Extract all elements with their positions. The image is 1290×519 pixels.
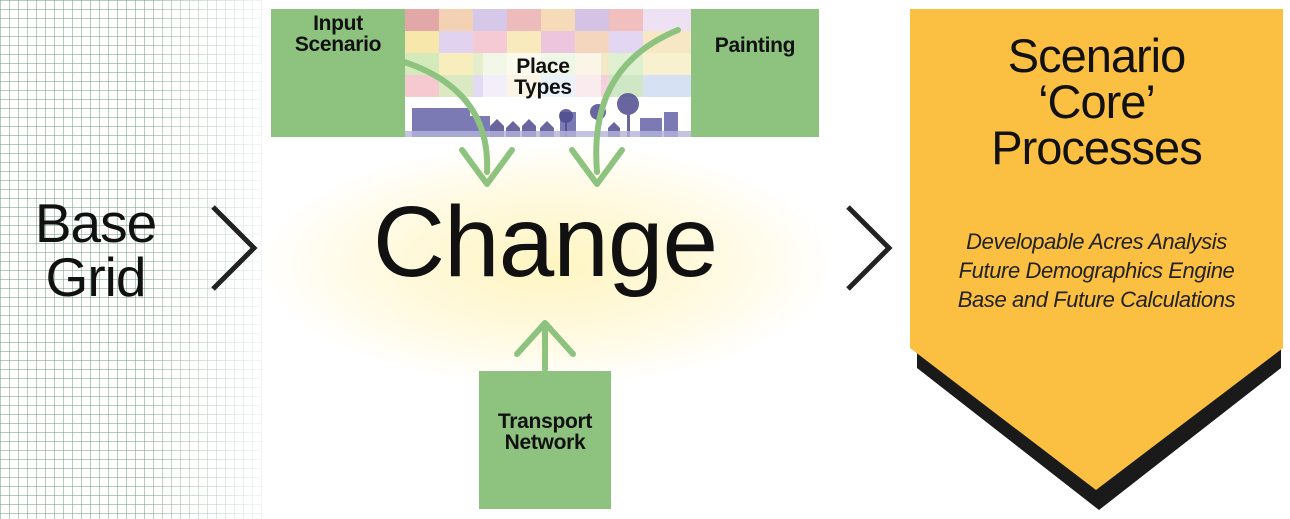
core-title-line3: Processes bbox=[991, 121, 1202, 175]
transport-network-line1: Transport bbox=[497, 410, 593, 433]
core-title: Scenario ‘Core’ Processes bbox=[910, 29, 1283, 175]
input-scenario-line2: Scenario bbox=[294, 33, 382, 56]
input-scenario-label: Input Scenario bbox=[273, 13, 403, 55]
transport-network-box bbox=[479, 371, 611, 509]
input-scenario-box bbox=[271, 9, 405, 137]
curved-arrow-head-icon bbox=[459, 147, 515, 187]
core-title-line2: ‘Core’ bbox=[1038, 75, 1156, 129]
base-grid-label: Base Grid bbox=[8, 192, 183, 308]
chevron-right-icon bbox=[846, 205, 893, 291]
base-grid-line1: Base bbox=[34, 192, 157, 254]
transport-network-label: Transport Network bbox=[479, 411, 611, 453]
transport-network-line2: Network bbox=[504, 431, 586, 454]
place-types-label: Place Types bbox=[485, 56, 601, 98]
base-grid-line2: Grid bbox=[45, 245, 147, 308]
place-types-mosaic bbox=[405, 9, 691, 137]
core-process-list: Developable Acres Analysis Future Demogr… bbox=[910, 227, 1283, 314]
up-arrow-head-icon bbox=[514, 320, 576, 357]
core-process-item: Base and Future Calculations bbox=[957, 287, 1236, 313]
chevron-right-icon bbox=[211, 205, 258, 291]
place-types-line2: Types bbox=[514, 76, 572, 99]
input-scenario-line1: Input bbox=[313, 12, 363, 35]
core-process-item: Developable Acres Analysis bbox=[966, 229, 1227, 254]
painting-label: Painting bbox=[714, 34, 796, 57]
base-grid-pattern bbox=[0, 0, 262, 519]
curved-arrow-head-icon bbox=[569, 147, 625, 187]
curved-arrow-icon bbox=[375, 52, 491, 175]
painting-box bbox=[691, 9, 819, 137]
core-title-line1: Scenario bbox=[1007, 29, 1187, 82]
curved-arrow-icon bbox=[593, 27, 681, 175]
change-label: Change bbox=[372, 186, 718, 298]
core-processes-panel bbox=[910, 9, 1283, 490]
core-process-item: Future Demographics Engine bbox=[958, 258, 1235, 284]
place-types-line1: Place bbox=[516, 55, 570, 78]
